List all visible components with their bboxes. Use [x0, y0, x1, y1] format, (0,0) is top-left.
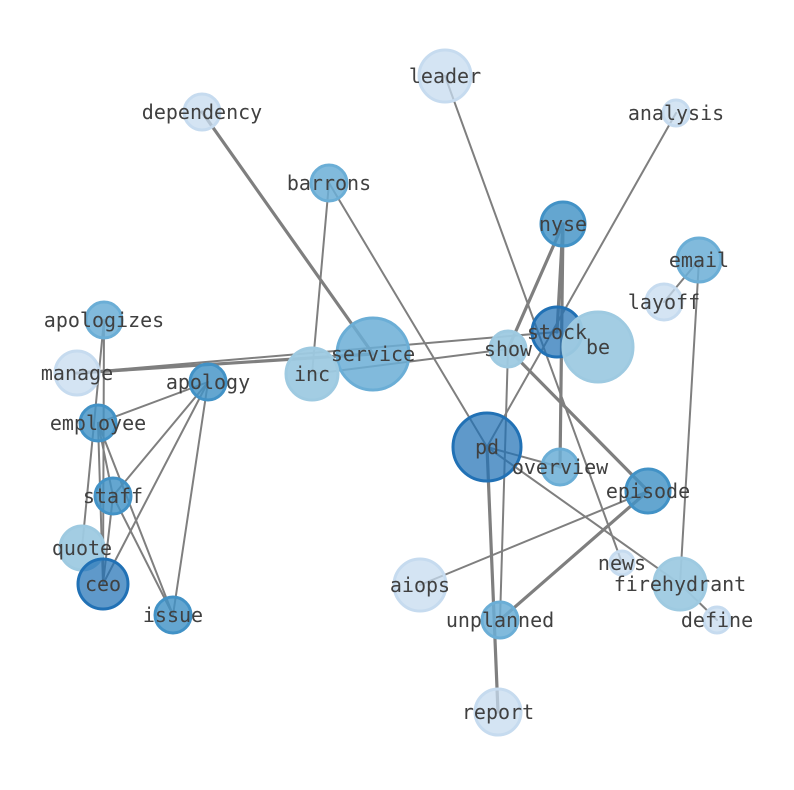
edge-leader-news	[444, 75, 623, 564]
node-ceo	[76, 557, 130, 611]
node-label-show: show	[484, 337, 533, 361]
node-pd	[451, 411, 523, 483]
node-firehydrant	[652, 556, 708, 612]
edge-dependency-service	[200, 110, 375, 356]
edge-episode-aiops	[419, 490, 649, 586]
node-label-unplanned: unplanned	[446, 608, 554, 632]
edge-pd-report	[485, 445, 500, 714]
node-label-barrons: barrons	[287, 171, 371, 195]
node-label-overview: overview	[512, 455, 609, 479]
node-label-report: report	[462, 700, 534, 724]
edge-apology-staff	[112, 381, 209, 497]
node-label-apologizes: apologizes	[44, 308, 164, 332]
node-unplanned	[480, 600, 520, 640]
node-label-define: define	[681, 608, 753, 632]
node-label-pd: pd	[475, 435, 499, 459]
node-define	[702, 605, 732, 635]
labels-layer: leader dependency analysis barrons nyse email…	[41, 64, 753, 724]
node-overview	[540, 447, 580, 487]
node-email	[675, 236, 723, 284]
edge-employee-issue	[97, 422, 174, 616]
edge-show-unplanned	[499, 348, 509, 621]
node-label-email: email	[669, 248, 729, 272]
node-news	[608, 549, 636, 577]
node-label-be: be	[586, 335, 610, 359]
edge-apology-issue	[172, 381, 209, 616]
node-label-inc: inc	[294, 362, 330, 386]
node-episode	[624, 467, 672, 515]
node-label-service: service	[331, 342, 415, 366]
node-label-staff: staff	[83, 484, 143, 508]
node-issue	[153, 595, 193, 635]
node-label-layoff: layoff	[628, 290, 700, 314]
node-analysis	[661, 98, 691, 128]
edge-barrons-pd	[328, 182, 488, 448]
node-label-analysis: analysis	[628, 101, 724, 125]
edge-episode-unplanned	[498, 489, 650, 622]
node-label-quote: quote	[52, 536, 112, 560]
node-label-dependency: dependency	[142, 100, 262, 124]
node-service	[335, 316, 411, 392]
node-layoff	[644, 282, 684, 322]
node-label-employee: employee	[50, 411, 146, 435]
node-apologizes	[84, 300, 124, 340]
node-nyse	[539, 200, 587, 248]
edge-apology-ceo	[102, 381, 209, 585]
edge-email-firehydrant	[679, 259, 700, 585]
node-staff	[93, 476, 133, 516]
edge-pd-firehydrant	[486, 446, 681, 585]
node-label-stock: stock	[527, 320, 587, 344]
node-label-apology: apology	[166, 370, 250, 394]
node-label-ceo: ceo	[85, 572, 121, 596]
edge-apology-employee	[97, 381, 209, 424]
node-dependency	[182, 92, 222, 132]
node-aiops	[392, 557, 448, 613]
node-leader	[417, 48, 473, 104]
node-label-leader: leader	[409, 64, 481, 88]
node-label-firehydrant: firehydrant	[614, 572, 746, 596]
node-be	[561, 310, 635, 384]
node-inc	[284, 346, 340, 402]
node-label-nyse: nyse	[539, 212, 587, 236]
edge-staff-issue	[112, 495, 174, 616]
node-report	[473, 687, 523, 737]
node-label-issue: issue	[143, 603, 203, 627]
edge-barrons-inc	[311, 182, 330, 375]
node-manage	[53, 349, 101, 397]
node-label-episode: episode	[606, 479, 690, 503]
node-apology	[188, 362, 228, 402]
edge-analysis-pd	[486, 112, 677, 448]
node-barrons	[309, 163, 349, 203]
node-label-manage: manage	[41, 361, 113, 385]
node-label-news: news	[598, 551, 646, 575]
nodes-layer	[53, 48, 732, 737]
node-label-aiops: aiops	[390, 573, 450, 597]
edge-show-episode	[506, 347, 650, 493]
node-employee	[78, 403, 118, 443]
node-show	[488, 329, 528, 369]
